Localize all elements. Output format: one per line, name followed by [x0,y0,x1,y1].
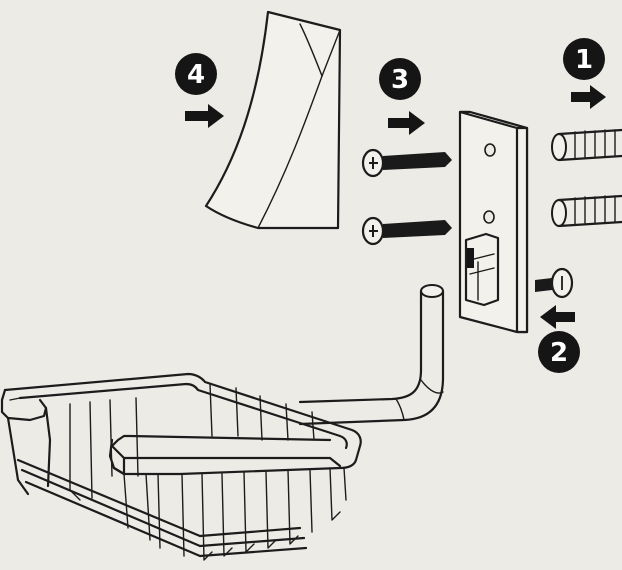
mounting-screw-lower [361,216,452,246]
step-3-arrow [388,111,425,135]
step-2-arrow [540,305,575,329]
step-2-number: 2 [550,338,568,368]
step-2-badge: 2 [538,331,580,373]
support-arm [298,284,445,426]
step-3-badge: 3 [379,58,421,100]
step-1-number: 1 [575,45,593,75]
wire-basket [0,372,362,561]
step-1-badge: 1 [563,38,605,80]
wall-plug-upper [551,128,622,162]
step-4-arrow [185,104,224,128]
plate-hole-lower [483,210,495,224]
mounting-screw-upper [361,148,452,178]
wall-bracket-plate [458,110,529,334]
step-3-number: 3 [391,65,409,95]
decorative-cover [204,10,342,230]
step-4-badge: 4 [175,53,217,95]
step-1-arrow [571,85,606,109]
step-4-number: 4 [187,60,205,90]
wall-plug-lower [551,194,622,228]
plate-hole-upper [484,143,496,157]
set-screw [535,267,574,299]
